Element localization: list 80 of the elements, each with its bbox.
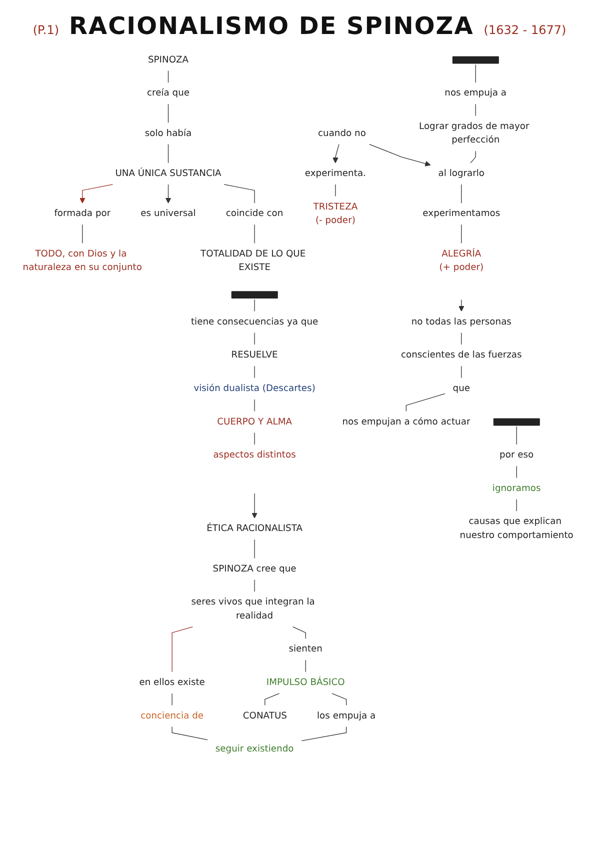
- node-text: sienten: [288, 644, 322, 654]
- connector: [406, 393, 446, 412]
- node-text: causas que explican nuestro comportamiento: [460, 516, 574, 541]
- connector: [168, 70, 169, 83]
- connector: [305, 660, 306, 672]
- connector: [516, 466, 517, 478]
- node-text: IMPULSO BÁSICO: [266, 677, 345, 688]
- connector: [335, 184, 336, 197]
- connector: [254, 299, 255, 312]
- connector: [461, 332, 462, 345]
- arrow: [252, 492, 258, 518]
- node-text: creía que: [147, 88, 190, 98]
- title: RACIONALISMO DE SPINOZA: [69, 12, 474, 40]
- arrow: [332, 144, 340, 164]
- node-text: CUERPO Y ALMA: [217, 416, 292, 427]
- connector: [254, 332, 255, 345]
- node-text: tiene consecuencias ya que: [190, 316, 318, 327]
- arrow: [369, 144, 431, 166]
- node-text: en ellos existe: [139, 677, 205, 688]
- node-text: TRISTEZA (- poder): [313, 201, 358, 226]
- node-text: ÉTICA RACIONALISTA: [206, 523, 302, 534]
- node-text: seguir existiendo: [215, 744, 294, 754]
- connector: [224, 184, 255, 204]
- node-text: formada por: [54, 208, 111, 219]
- node-text: experimentamos: [422, 208, 500, 219]
- node-text: los empuja a: [317, 710, 376, 721]
- connector: [332, 693, 347, 706]
- connector: [254, 539, 255, 559]
- connector: [264, 693, 280, 706]
- node-text: seres vivos que integran la realidad: [191, 596, 315, 621]
- node-text: conciencia de: [140, 710, 204, 721]
- node-text: ALEGRÍA (+ poder): [439, 248, 484, 273]
- node-text: visión dualista (Descartes): [194, 383, 316, 394]
- node-text: por eso: [500, 450, 534, 460]
- arrow: [80, 184, 114, 204]
- node-text: Lograr grados de mayor perfección: [419, 121, 530, 146]
- node-text: conscientes de las fuerzas: [400, 350, 522, 360]
- node-text: ignoramos: [492, 483, 541, 494]
- connector: [254, 366, 255, 378]
- connector: [292, 626, 306, 639]
- node-text: cuando no: [318, 128, 366, 138]
- node-text: UNA ÚNICA SUSTANCIA: [115, 168, 222, 179]
- connector: [461, 224, 462, 244]
- node-text: nos empuja a: [444, 88, 507, 98]
- node-text: no todas las personas: [411, 316, 512, 327]
- connector: [172, 626, 194, 672]
- node-text: SPINOZA: [148, 54, 189, 65]
- connector: [168, 144, 169, 164]
- node-text: nos empujan a cómo actuar: [342, 416, 470, 427]
- node-text: que: [452, 383, 470, 394]
- date-range-label: (1632 - 1677): [484, 23, 566, 37]
- page-label: (P.1): [32, 23, 60, 37]
- node-text: TOTALIDAD DE LO QUE EXISTE: [200, 248, 306, 273]
- connector: [461, 366, 462, 378]
- connector: [461, 184, 462, 204]
- connector: [254, 432, 255, 445]
- node-text: experimenta.: [304, 168, 366, 179]
- connector: [254, 579, 255, 592]
- connector: [254, 399, 255, 412]
- connector: [254, 224, 255, 244]
- connector: [516, 499, 517, 512]
- connector: [475, 64, 476, 83]
- arrow: [458, 299, 464, 312]
- node-text: al lograrlo: [438, 168, 485, 179]
- node-text: RESUELVE: [231, 350, 278, 360]
- connector: [470, 150, 476, 164]
- node-text: solo había: [144, 128, 192, 138]
- node-text: CONATUS: [242, 710, 287, 721]
- arrow: [165, 184, 172, 204]
- connector: [172, 726, 208, 740]
- connector: [168, 104, 169, 124]
- connector: [301, 726, 347, 742]
- node-text: SPINOZA cree que: [212, 563, 296, 574]
- node-text: TODO, con Dios y la naturaleza en su conjunto: [22, 248, 142, 273]
- connector: [475, 104, 476, 116]
- connector: [82, 224, 83, 244]
- node-text: es universal: [140, 208, 196, 219]
- node-text: aspectos distintos: [213, 450, 296, 460]
- node-text: coincide con: [226, 208, 284, 219]
- connector: [516, 426, 517, 445]
